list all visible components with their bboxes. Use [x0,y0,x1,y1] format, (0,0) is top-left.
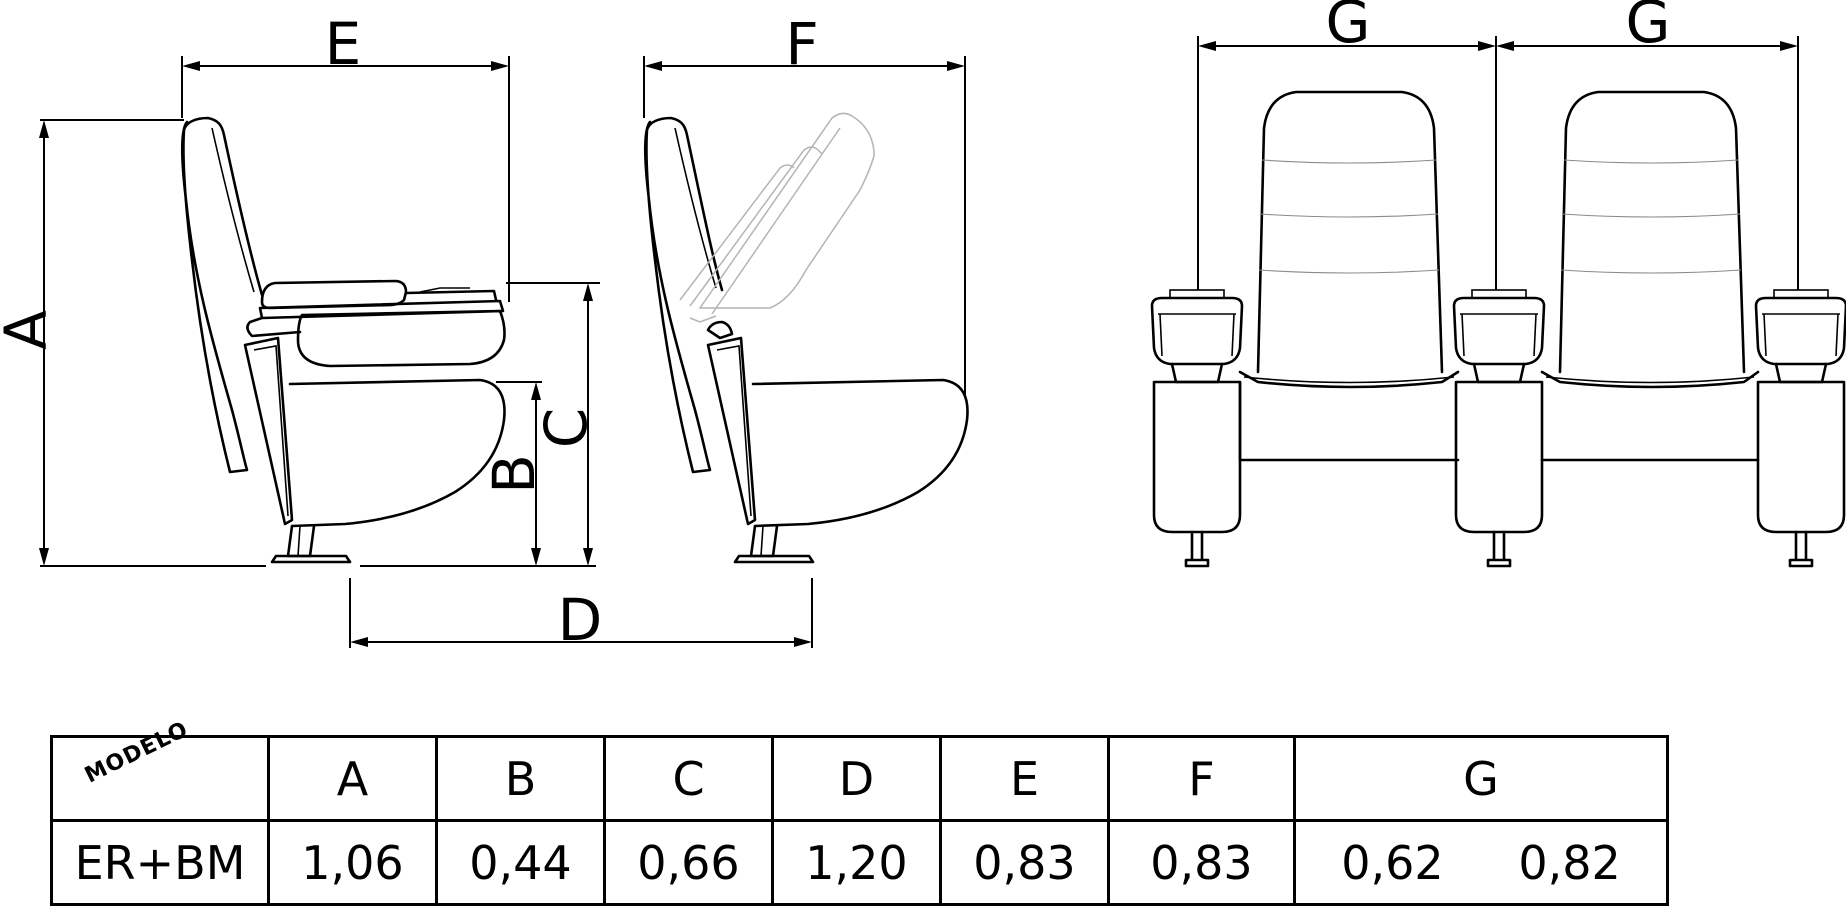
seat-cushion [751,378,969,528]
value-g-2: 0,82 [1518,835,1621,890]
armrest-pad [296,309,506,368]
cup-holder-right [1754,289,1846,384]
dimension-letters: A E F C B D G G [0,0,1670,654]
side-panel-center [1454,380,1544,534]
header-f: F [1107,735,1296,822]
side-view-table-stowed [644,112,969,564]
cup-holder-center [1452,289,1546,384]
value-d: 1,20 [771,819,942,906]
cup-holder-left [1150,289,1244,384]
backrest [644,116,724,474]
header-g: G [1293,735,1669,822]
stowed-tablet [698,112,875,309]
header-c: C [603,735,774,822]
leg [286,524,316,558]
side-panel-right [1756,380,1846,534]
seat-cushion [288,378,506,528]
backrest-right [1558,90,1746,374]
front-view-two-seats [1150,90,1846,568]
label-a: A [0,310,60,350]
arm-frame [706,336,757,526]
label-c: C [532,408,600,449]
leg [749,524,779,558]
value-b: 0,44 [435,819,606,906]
label-e: E [325,10,362,78]
header-d: D [771,735,942,822]
value-g: 0,62 0,82 [1293,819,1669,906]
label-d: D [558,586,603,654]
backrest-left [1256,90,1444,374]
backrest [181,116,264,474]
label-g-left: G [1326,0,1371,56]
arm-frame [243,336,294,526]
value-g-1: 0,62 [1341,835,1444,890]
model-name: ER+BM [50,819,270,906]
value-c: 0,66 [603,819,774,906]
side-view-table-open [181,116,506,564]
label-g-right: G [1626,0,1671,56]
value-e: 0,83 [939,819,1110,906]
model-header-cell: MODELO [50,717,270,822]
table-header-row: MODELO A B C D E F G [50,717,1669,822]
dimensions-table: MODELO A B C D E F G ER+BM 1,06 0,44 0,6… [50,717,1669,906]
dimension-lines [39,36,1799,648]
label-b: B [480,454,548,494]
value-a: 1,06 [267,819,438,906]
label-f: F [785,10,818,78]
header-e: E [939,735,1110,822]
table-row: ER+BM 1,06 0,44 0,66 1,20 0,83 0,83 0,62… [50,819,1669,906]
value-f: 0,83 [1107,819,1296,906]
side-panel-left [1152,380,1242,534]
header-a: A [267,735,438,822]
header-b: B [435,735,606,822]
